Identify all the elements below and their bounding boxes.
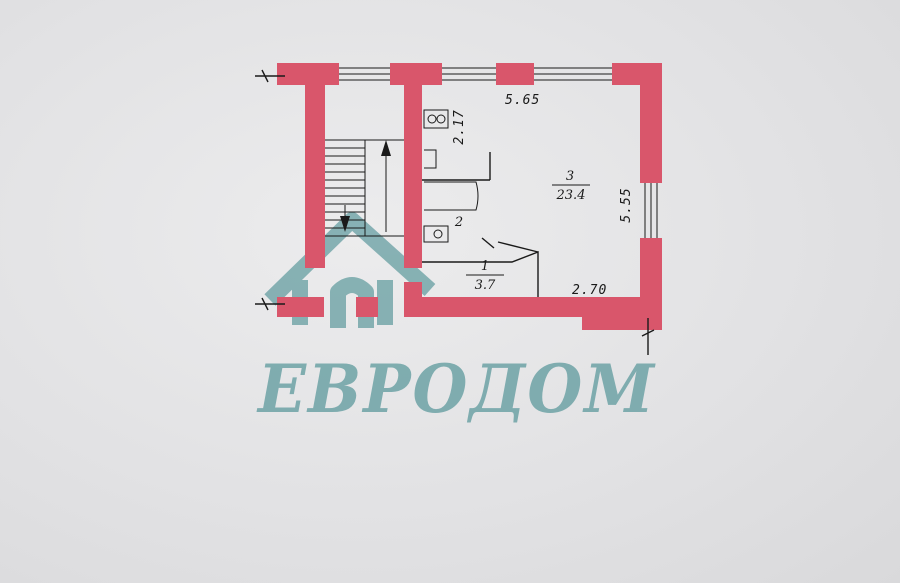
dimension-left-inner: 2.17 [452,109,467,144]
watermark-text: ЕВРОДОМ [256,350,656,428]
room-2-label: 2 [454,215,463,230]
wall-markers [410,116,416,198]
dimension-top: 5.65 [505,93,540,108]
room-3-label: 3 23.4 [552,169,590,203]
room-1-number: 1 [481,259,489,274]
room-1-area: 3.7 [475,278,496,293]
stair-up-arrow-icon [381,140,391,156]
bathroom-fixtures [423,109,479,243]
stair-down-arrow-icon [340,216,350,232]
dimension-right: 5.55 [619,187,634,222]
room-1-label: 1 3.7 [466,259,504,293]
staircase [325,139,404,237]
partitions [422,152,539,297]
walls [277,63,662,330]
section-markers [255,69,655,355]
room-3-number: 3 [566,169,574,184]
windows [339,67,658,238]
room-3-area: 23.4 [556,188,586,203]
dimension-bottom: 2.70 [572,283,607,298]
room-2-number: 2 [454,215,463,230]
